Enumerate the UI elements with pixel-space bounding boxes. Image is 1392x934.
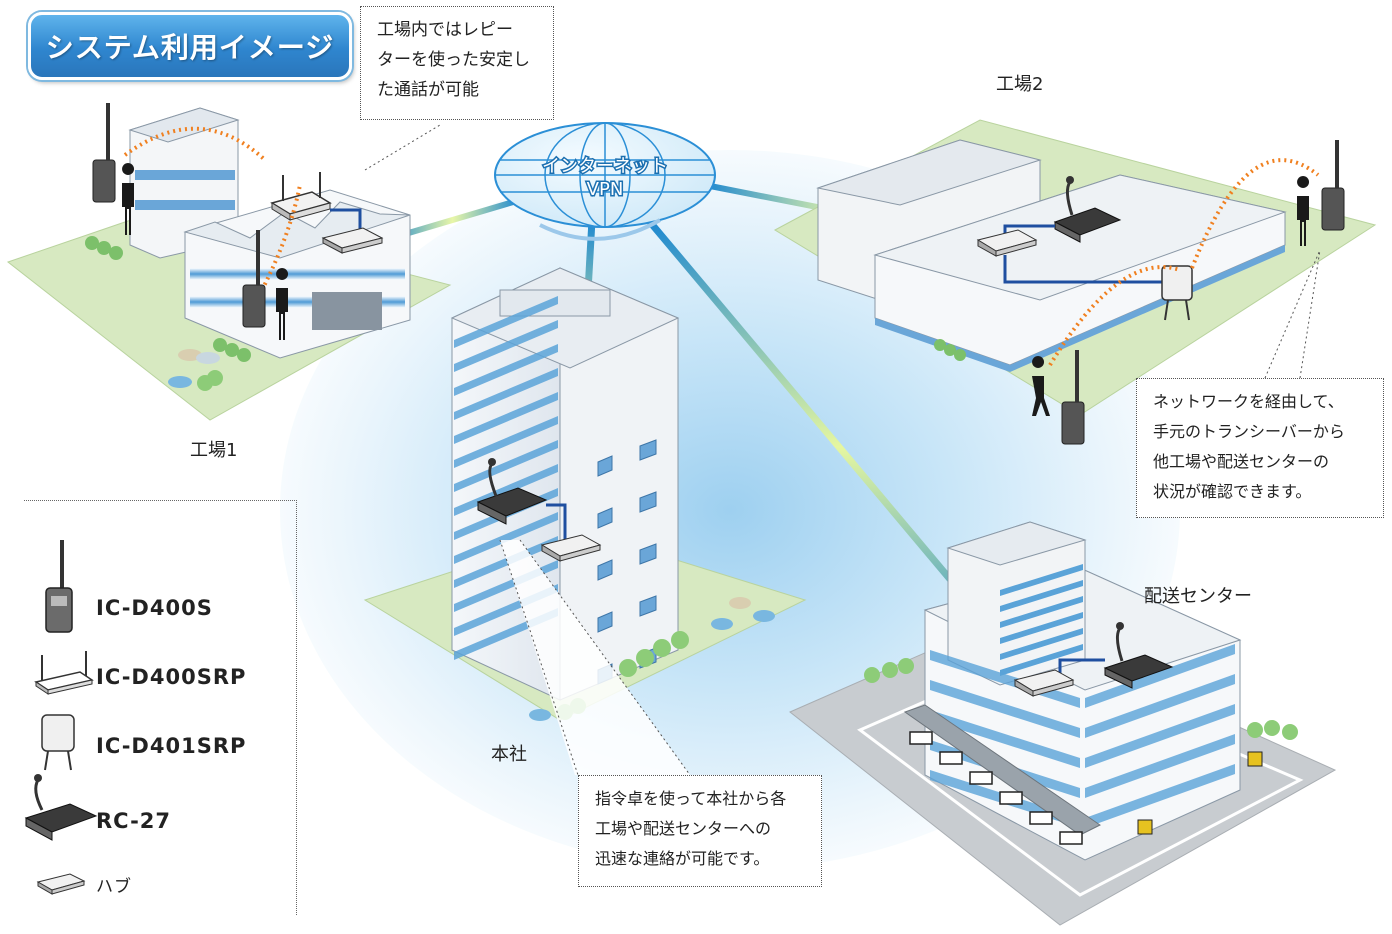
repeater-callout: 工場内ではレピー ターを使った安定し た通話が可能	[360, 6, 554, 120]
callout-line: 他工場や配送センターの	[1153, 452, 1330, 471]
hq-label: 本社	[491, 744, 527, 765]
truck	[969, 771, 993, 785]
distribution-scene	[789, 521, 1337, 926]
window-band	[1085, 704, 1235, 768]
legend-radio-label: IC-D400S	[96, 596, 213, 620]
legend-repeater-label: IC-D400SRP	[96, 665, 247, 689]
network-label-line2: VPN	[587, 179, 624, 200]
factory1-scene	[6, 103, 452, 421]
handheld-radio-icon	[45, 540, 73, 633]
window-band	[1000, 596, 1083, 628]
window-band	[1085, 644, 1235, 708]
window-band	[1085, 674, 1235, 738]
callout-line: ネットワークを経由して、	[1153, 392, 1344, 411]
legend-hub-label: ハブ	[96, 877, 132, 897]
window-band	[454, 344, 558, 396]
window-band	[930, 680, 1080, 738]
legend	[24, 500, 297, 915]
network-callout: ネットワークを経由して、 手元のトランシーバーから 他工場や配送センターの 状況…	[1136, 378, 1384, 518]
window	[597, 611, 613, 633]
factory2-scene	[773, 119, 1377, 445]
hq-scene	[363, 267, 807, 775]
callout-line: 工場内ではレピー	[377, 20, 513, 40]
window-band	[454, 536, 558, 588]
window	[597, 559, 613, 581]
window-band	[454, 512, 558, 564]
truck	[1029, 811, 1053, 825]
truck	[939, 751, 963, 765]
callout-line: 迅速な連絡が可能です。	[595, 849, 770, 868]
window	[597, 507, 613, 529]
distribution-label: 配送センター	[1144, 586, 1252, 607]
window	[639, 439, 657, 461]
legend-outdoor-repeater-label: IC-D401SRP	[96, 734, 247, 758]
legend-icons	[24, 540, 98, 895]
truck	[1059, 831, 1083, 845]
network-label-line1: インターネット	[542, 156, 668, 177]
callout-line: 工場や配送センターへの	[595, 819, 772, 838]
window-band	[1000, 564, 1083, 596]
legend-console-label: RC-27	[96, 809, 172, 833]
window-band	[1000, 580, 1083, 612]
hub-icon	[36, 873, 86, 895]
window	[639, 595, 657, 617]
window-band	[1085, 764, 1235, 828]
window-band	[1000, 628, 1083, 660]
callout-line: 状況が確認できます。	[1153, 482, 1312, 501]
callout-line: ターを使った安定し	[377, 50, 530, 70]
window-band	[454, 416, 558, 468]
window-band	[1000, 612, 1083, 644]
dispatch-console-icon	[24, 774, 98, 841]
truck	[909, 731, 933, 745]
window-band	[454, 320, 558, 372]
window-band	[454, 392, 558, 444]
page-title: システム利用イメージ	[28, 12, 352, 80]
window-band	[1085, 734, 1235, 798]
window-band	[1000, 644, 1083, 676]
window	[639, 491, 657, 513]
callout-line: 手元のトランシーバーから	[1153, 422, 1345, 441]
callout-connectors	[364, 124, 1321, 776]
outdoor-repeater-icon	[41, 714, 75, 771]
dispatch-callout: 指令卓を使って本社から各 工場や配送センターへの 迅速な連絡が可能です。	[578, 775, 822, 887]
window	[597, 455, 613, 477]
window-band	[454, 296, 558, 348]
window-band	[454, 440, 558, 492]
factory1-label: 工場1	[190, 440, 238, 461]
factory2-label: 工場2	[996, 74, 1044, 95]
truck	[999, 791, 1023, 805]
window-band	[930, 710, 1080, 768]
callout-line: た通話が可能	[377, 80, 479, 100]
repeater-icon	[34, 651, 94, 695]
window	[639, 543, 657, 565]
callout-line: 指令卓を使って本社から各	[595, 789, 787, 808]
internet-vpn-globe: インターネット VPN	[494, 122, 716, 241]
window-band	[454, 368, 558, 420]
